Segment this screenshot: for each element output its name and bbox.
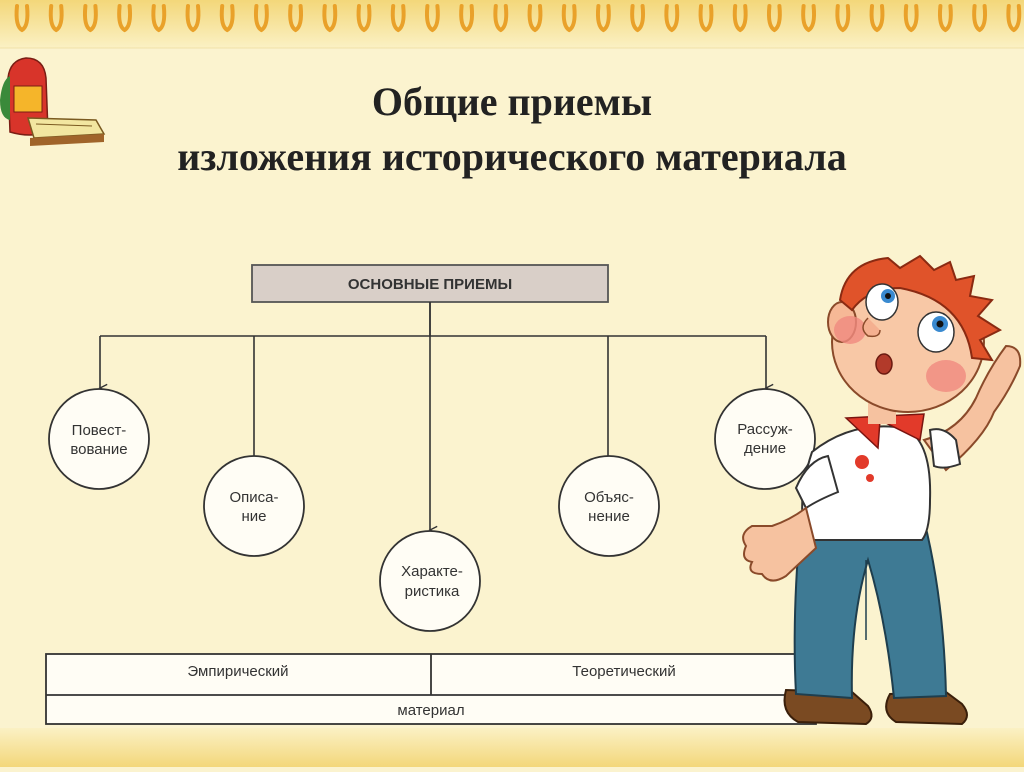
node-characterization-line2: ристика — [405, 583, 460, 600]
binder-ring — [459, 4, 475, 33]
binder-ring — [185, 4, 201, 33]
binder-ring — [595, 4, 611, 33]
root-label: ОСНОВНЫЕ ПРИЕМЫ — [348, 276, 512, 293]
binder-ring — [1006, 4, 1022, 33]
binder-ring — [903, 4, 919, 33]
material-table: Эмпирический Теоретический материал — [45, 653, 817, 725]
node-narration-line1: Повест- — [72, 422, 127, 439]
binder-ring — [732, 4, 748, 33]
school-bag-icon — [0, 57, 106, 146]
binder-ring — [835, 4, 851, 33]
binder-ring — [698, 4, 714, 33]
binder-ring — [356, 4, 372, 33]
slide-title-line2: изложения исторического материала — [177, 134, 847, 179]
node-explanation-line2: нение — [588, 508, 630, 525]
material-theoretical-label: Теоретический — [572, 663, 675, 680]
binder-ring — [664, 4, 680, 33]
node-narration-line2: вование — [70, 441, 127, 458]
material-label: материал — [397, 702, 464, 719]
binder-ring — [48, 4, 64, 33]
binder-ring — [424, 4, 440, 33]
node-characterization: Характе- ристика — [379, 530, 481, 632]
binder-ring — [527, 4, 543, 33]
node-reasoning: Рассуж- дение — [714, 388, 816, 490]
material-empirical-label: Эмпирический — [187, 663, 288, 680]
binder-rings — [14, 4, 1022, 33]
binder-ring — [219, 4, 235, 33]
binder-ring — [630, 4, 646, 33]
binder-ring — [253, 4, 269, 33]
binder-ring — [151, 4, 167, 33]
binder-ring — [766, 4, 782, 33]
binder-ring — [561, 4, 577, 33]
binder-ring — [493, 4, 509, 33]
slide-title-line1: Общие приемы — [371, 79, 653, 124]
binder-ring — [14, 4, 30, 33]
node-reasoning-line1: Рассуж- — [737, 421, 793, 438]
binder-ring — [390, 4, 406, 33]
node-reasoning-line2: дение — [744, 440, 786, 457]
thinking-boy-illustration — [742, 254, 1022, 726]
node-characterization-line1: Характе- — [401, 563, 463, 580]
binder-ring — [117, 4, 133, 33]
node-description-line2: ние — [241, 508, 266, 525]
binder-ring — [288, 4, 304, 33]
binder-ring — [801, 4, 817, 33]
binder-ring — [322, 4, 338, 33]
connectors — [100, 302, 766, 530]
node-description-line1: Описа- — [229, 489, 278, 506]
node-narration: Повест- вование — [48, 388, 150, 490]
node-explanation: Объяс- нение — [558, 455, 660, 557]
binder-ring — [82, 4, 98, 33]
binder-ring — [972, 4, 988, 33]
binder-ring — [869, 4, 885, 33]
node-explanation-line1: Объяс- — [584, 489, 634, 506]
binder-ring — [937, 4, 953, 33]
node-description: Описа- ние — [203, 455, 305, 557]
